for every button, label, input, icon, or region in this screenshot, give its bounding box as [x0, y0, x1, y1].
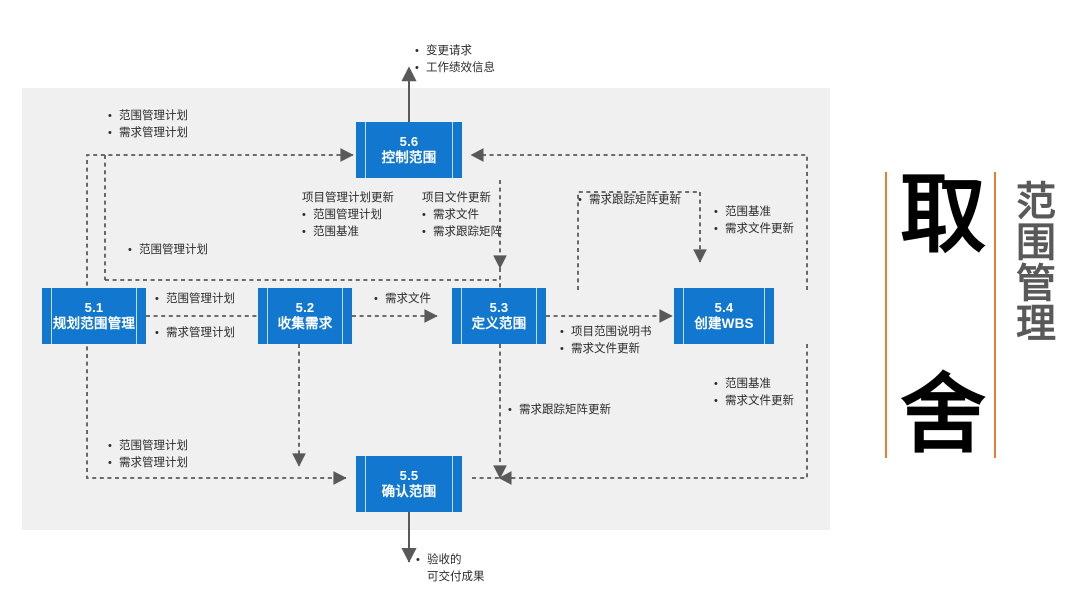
process-name: 创建WBS	[694, 315, 754, 331]
label-line: 项目范围说明书	[560, 324, 652, 341]
box-edge-line-left	[365, 456, 366, 512]
label-line: 范围基准	[302, 224, 394, 241]
label-line: 需求管理计划	[155, 325, 235, 342]
box-edge-line-left	[461, 288, 462, 344]
process-box-5-3[interactable]: 5.3 定义范围	[452, 288, 546, 344]
label-51-outputs-2: 需求管理计划	[155, 325, 235, 342]
process-box-5-5[interactable]: 5.5 确认范围	[356, 456, 462, 512]
label-bottom-outputs: 验收的 可交付成果	[416, 552, 485, 586]
label-line: 可交付成果	[427, 570, 485, 583]
label-line: 变更请求	[415, 43, 495, 60]
process-name: 定义范围	[471, 315, 527, 331]
label-line: 需求跟踪矩阵更新	[578, 192, 681, 209]
label-scope-plan-mid: 范围管理计划	[128, 242, 208, 259]
label-rtm-update-low: 需求跟踪矩阵更新	[508, 402, 611, 419]
label-line: 范围管理计划	[128, 242, 208, 259]
process-name: 规划范围管理	[52, 315, 136, 331]
label-line: 需求文件更新	[714, 393, 794, 410]
label-document-updates: 项目文件更新 需求文件 需求跟踪矩阵	[422, 190, 502, 241]
wire-54-down-to-55	[506, 344, 808, 479]
label-line: 需求管理计划	[108, 455, 188, 472]
process-number: 5.4	[714, 300, 734, 316]
label-heading: 项目文件更新	[422, 192, 491, 204]
label-line: 需求跟踪矩阵	[422, 224, 502, 241]
process-box-5-2[interactable]: 5.2 收集需求	[258, 288, 352, 344]
label-line: 验收的	[416, 552, 485, 569]
box-edge-line-right	[452, 456, 453, 512]
process-box-5-6[interactable]: 5.6 控制范围	[356, 122, 462, 178]
label-line: 范围管理计划	[108, 108, 188, 125]
process-number: 5.3	[489, 300, 509, 316]
label-pmp-updates: 项目管理计划更新 范围管理计划 范围基准	[302, 190, 394, 241]
box-edge-line-right	[342, 288, 343, 344]
process-number: 5.1	[84, 300, 104, 316]
wire-53-up	[577, 191, 700, 290]
label-line: 范围基准	[714, 204, 794, 221]
label-rtm-update-top: 需求跟踪矩阵更新	[578, 192, 681, 209]
label-line: 需求文件	[374, 291, 431, 308]
box-edge-line-left	[683, 288, 684, 344]
label-to-55-inputs: 范围管理计划 需求管理计划	[108, 438, 188, 472]
process-box-5-1[interactable]: 5.1 规划范围管理	[42, 288, 146, 344]
label-line: 范围管理计划	[108, 438, 188, 455]
wire-51-to-55	[86, 316, 347, 485]
label-to-56-inputs: 范围管理计划 需求管理计划	[108, 108, 188, 142]
box-edge-line-right	[536, 288, 537, 344]
emphasis-char-bottom: 舍	[900, 365, 986, 465]
label-52-output: 需求文件	[374, 291, 431, 308]
label-line: 工作绩效信息	[415, 60, 495, 77]
emphasis-char-top: 取	[900, 165, 986, 265]
box-edge-line-right	[764, 288, 765, 344]
label-line: 范围管理计划	[302, 207, 394, 224]
box-edge-line-left	[51, 288, 52, 344]
box-edge-line-right	[452, 122, 453, 178]
label-baseline-top: 范围基准 需求文件更新	[714, 204, 794, 238]
label-51-outputs-1: 范围管理计划	[155, 291, 235, 308]
accent-rail-right	[994, 172, 996, 458]
label-top-outputs: 变更请求 工作绩效信息	[415, 43, 495, 77]
process-number: 5.5	[399, 468, 419, 484]
process-number: 5.2	[295, 300, 315, 316]
label-53-outputs: 项目范围说明书 需求文件更新	[560, 324, 652, 358]
box-edge-line-right	[136, 288, 137, 344]
process-box-5-4[interactable]: 5.4 创建WBS	[674, 288, 774, 344]
process-name: 控制范围	[381, 149, 437, 165]
label-line: 范围基准	[714, 376, 794, 393]
accent-rail-left	[885, 172, 887, 458]
side-title-vertical: 范围管理	[1008, 182, 1064, 345]
label-line: 需求文件更新	[714, 221, 794, 238]
wire-51-to-56	[86, 148, 354, 316]
process-name: 确认范围	[381, 483, 437, 499]
process-name: 收集需求	[277, 315, 333, 331]
label-line: 范围管理计划	[155, 291, 235, 308]
side-title-text: 范围管理	[1016, 179, 1056, 348]
label-line: 需求管理计划	[108, 125, 188, 142]
label-heading: 项目管理计划更新	[302, 192, 394, 204]
label-line: 需求文件	[422, 207, 502, 224]
label-line: 需求跟踪矩阵更新	[508, 402, 611, 419]
wire-54-to-56	[470, 148, 808, 290]
box-edge-line-left	[365, 122, 366, 178]
box-edge-line-left	[267, 288, 268, 344]
label-baseline-low: 范围基准 需求文件更新	[714, 376, 794, 410]
process-number: 5.6	[399, 134, 419, 150]
label-line: 需求文件更新	[560, 341, 652, 358]
